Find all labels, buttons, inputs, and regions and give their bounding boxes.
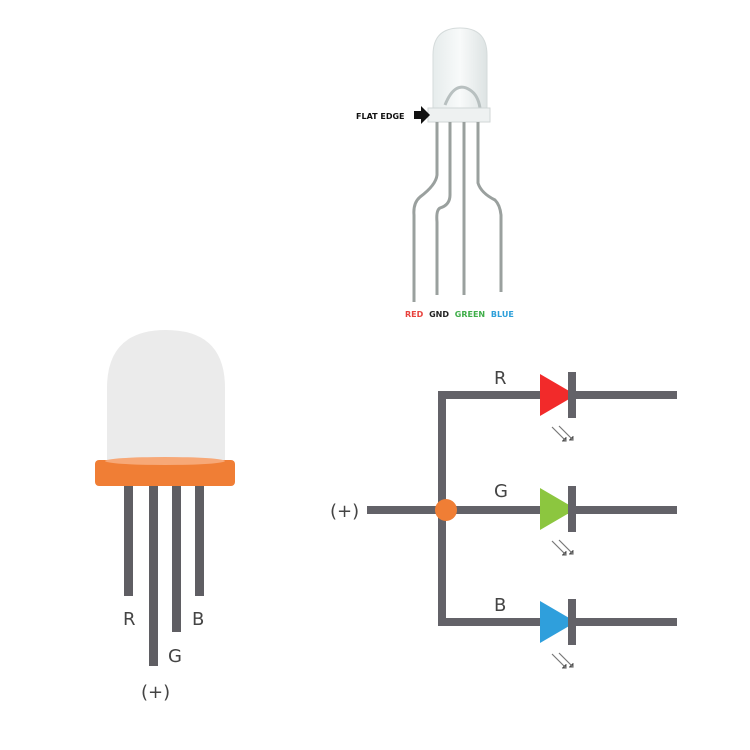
- pin-labels: RED GND GREEN BLUE: [405, 310, 514, 319]
- diode-g: G: [494, 481, 576, 556]
- light-emission-icon: [551, 425, 574, 442]
- diode-label-r: R: [494, 368, 507, 389]
- led-flange-flat-edge: [427, 107, 491, 123]
- led-flange: [95, 460, 235, 486]
- flat-edge-label: FLAT EDGE: [356, 112, 405, 121]
- pin-label-gnd: GND: [429, 310, 449, 319]
- led-illustration: R G B (+): [95, 330, 235, 703]
- led-photo: FLAT EDGE RED GND GREEN BLUE: [356, 27, 514, 319]
- leg-label-b: B: [192, 609, 204, 630]
- led-dome: [107, 330, 225, 462]
- light-emission-icon: [551, 652, 574, 669]
- leg-label-plus: (+): [141, 682, 170, 703]
- circuit-schematic: (+) R G B: [330, 368, 677, 669]
- leg-label-g: G: [168, 646, 182, 667]
- led-dome: [432, 27, 488, 109]
- led-legs: [124, 486, 204, 666]
- wires: [367, 391, 677, 626]
- junction-node: [435, 499, 457, 521]
- arrow-right-icon: [414, 106, 430, 124]
- diode-r: R: [494, 368, 576, 442]
- leg-b: [195, 486, 204, 596]
- diode-b: B: [494, 595, 576, 669]
- leg-g: [172, 486, 181, 632]
- led-pins: [412, 122, 503, 302]
- leg-plus: [149, 486, 158, 666]
- pin-label-red: RED: [405, 310, 424, 319]
- input-label: (+): [330, 501, 359, 522]
- pin-label-green: GREEN: [455, 310, 485, 319]
- leg-label-r: R: [123, 609, 136, 630]
- pin-label-blue: BLUE: [491, 310, 514, 319]
- leg-r: [124, 486, 133, 596]
- diode-label-b: B: [494, 595, 506, 616]
- light-emission-icon: [551, 539, 574, 556]
- diode-label-g: G: [494, 481, 508, 502]
